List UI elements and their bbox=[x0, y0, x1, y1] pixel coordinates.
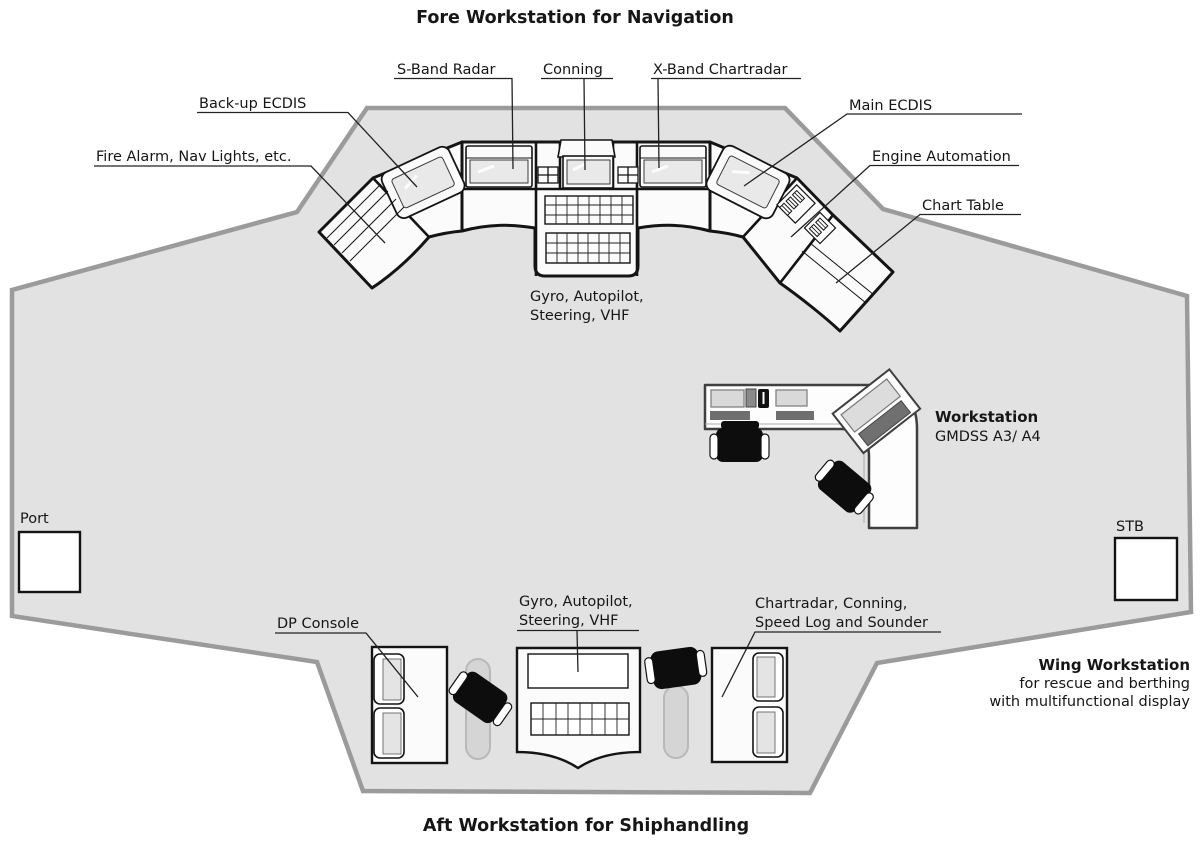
label-fire-alarm: Fire Alarm, Nav Lights, etc. bbox=[96, 149, 291, 165]
label-x-band-chartradar: X-Band Chartradar bbox=[653, 62, 788, 78]
label-aft-chartradar-line1: Chartradar, Conning, bbox=[755, 596, 907, 612]
aft-chartradar-console bbox=[710, 646, 789, 764]
gmdss-monitor-2 bbox=[775, 389, 808, 407]
aft-consoles bbox=[370, 645, 789, 770]
aft-keyboard-grid bbox=[530, 702, 630, 736]
label-fore-gyro-line2: Steering, VHF bbox=[530, 308, 630, 324]
engine-automation-keypad-a bbox=[776, 184, 816, 224]
leader-lines bbox=[94, 77, 1022, 698]
main-ecdis-monitor bbox=[705, 144, 791, 220]
backup-ecdis-monitor bbox=[380, 145, 466, 219]
gmdss-corner-keypad bbox=[857, 400, 912, 447]
fore-keyboard-grid-lower bbox=[545, 232, 631, 264]
label-main-ecdis: Main ECDIS bbox=[849, 98, 932, 114]
gmdss-monitor-1 bbox=[710, 389, 745, 408]
label-aft-chartradar-line2: Speed Log and Sounder bbox=[755, 615, 928, 631]
label-aft-gyro-line2: Steering, VHF bbox=[519, 613, 619, 629]
fore-console bbox=[317, 139, 895, 333]
chart-table-lines bbox=[801, 242, 875, 304]
gmdss-keyboard-2 bbox=[776, 411, 814, 420]
conning-tab bbox=[557, 139, 616, 158]
label-wing-line3: with multifunctional display bbox=[989, 694, 1190, 710]
stb-box bbox=[1113, 536, 1179, 602]
gmdss-chair-1 bbox=[709, 421, 770, 462]
label-chart-table: Chart Table bbox=[922, 198, 1004, 214]
aft-chair-right bbox=[644, 646, 708, 690]
gmdss-phone bbox=[758, 389, 769, 408]
label-backup-ecdis: Back-up ECDIS bbox=[199, 96, 306, 112]
label-aft-gyro-line1: Gyro, Autopilot, bbox=[519, 594, 633, 610]
x-band-chartradar-monitor bbox=[639, 145, 707, 188]
dp-console bbox=[370, 645, 449, 765]
small-instrument-panel-left bbox=[537, 166, 559, 184]
fore-title: Fore Workstation for Navigation bbox=[416, 8, 734, 28]
label-fore-gyro-line1: Gyro, Autopilot, bbox=[530, 289, 644, 305]
aft-chair-left bbox=[448, 671, 513, 727]
label-s-band-radar: S-Band Radar bbox=[397, 62, 495, 78]
small-instrument-panel-right bbox=[617, 166, 639, 184]
aft-title: Aft Workstation for Shiphandling bbox=[423, 816, 749, 836]
label-wing-title: Wing Workstation bbox=[1038, 656, 1190, 674]
label-gmdss-subtitle: GMDSS A3/ A4 bbox=[935, 429, 1041, 445]
label-conning: Conning bbox=[543, 62, 603, 78]
port-box bbox=[17, 530, 82, 594]
gmdss-chair-2 bbox=[814, 459, 874, 515]
label-stb: STB bbox=[1116, 519, 1144, 535]
gmdss-corner-monitor bbox=[840, 378, 902, 433]
label-engine-automation: Engine Automation bbox=[872, 149, 1011, 165]
gmdss-corner-console bbox=[831, 367, 922, 455]
helm-stand-right bbox=[663, 685, 689, 759]
gmdss-device bbox=[745, 388, 757, 408]
conning-monitor bbox=[562, 155, 614, 189]
label-wing-line2: for rescue and berthing bbox=[1019, 676, 1190, 692]
label-port: Port bbox=[20, 511, 49, 527]
label-gmdss-title: Workstation bbox=[935, 408, 1038, 426]
gmdss-workstation bbox=[703, 367, 922, 530]
label-dp-console: DP Console bbox=[277, 616, 359, 632]
bridge-room-floor bbox=[9, 105, 1194, 796]
fore-keyboard-grid-upper bbox=[544, 195, 634, 225]
s-band-radar-monitor bbox=[465, 145, 533, 188]
engine-automation-keypad-b bbox=[803, 211, 837, 245]
gmdss-keyboard-1 bbox=[710, 411, 750, 420]
